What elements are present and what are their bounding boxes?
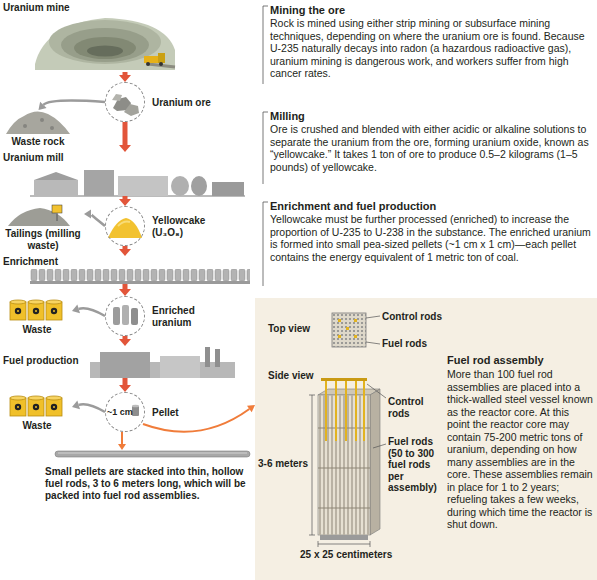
arrow-head [84,210,91,219]
process-circle: Enriched uranium [105,296,145,336]
arrow-line [123,122,128,145]
stage-label: Uranium mine [3,2,70,14]
view-label: Side view [268,370,314,382]
stage-node: Enrichment [3,256,250,284]
dimension-label: 3-6 meters [258,458,308,470]
flow-arrow [84,210,105,227]
stage-label: Uranium mill [3,152,64,164]
side-view-assembly [309,378,386,547]
dimension-label: ~1 cm [107,407,133,417]
stage-label: Uranium ore [152,97,211,109]
tailings-pile [8,205,70,226]
arrow-line [79,308,105,316]
flow-arrow [119,122,131,152]
stage-label: Fuel production [3,355,79,367]
callout-body: Ore is crushed and blended with either a… [270,123,592,173]
top-view-assembly [332,313,380,347]
dimension-label: 25 x 25 centimeters [300,549,392,561]
waste-label: Tailings (milling waste) [3,228,83,251]
part-label: Control rods [382,311,442,323]
mine-pit-illustration [35,18,175,70]
flow-arrow [119,72,131,82]
waste-node: Waste [3,300,72,337]
view-label: Top view [268,323,310,335]
note-text: Small pellets are stacked into thin, hol… [45,466,253,502]
arrow-head [119,289,131,296]
part-label: Control rods [388,396,442,419]
stage-label: Enriched uranium [152,305,212,328]
callout-heading: Mining the ore [270,4,592,17]
arrow-head [119,339,131,346]
part-label: Fuel rods (50 to 300 fuel rods per assem… [388,436,444,494]
process-circle: Yellowcake (U₃O₈) [105,206,145,246]
part-label: Fuel rods [382,338,427,350]
arrow-head [72,401,80,410]
arrow-line [123,378,128,385]
waste-label: Waste [3,324,71,336]
callout-heading: Enrichment and fuel production [270,200,592,213]
arrow-line [123,72,128,75]
stage-node: Fuel production [3,346,235,378]
flow-arrow [119,196,131,206]
waste-label: Waste rock [3,136,73,148]
pellet-circle-art [105,392,145,432]
stage-label: Pellet [152,407,179,419]
flow-arrow [119,378,131,392]
waste-rock-pile [6,111,70,134]
fuel-plant-illustration [90,347,235,378]
enriched-circle-art [105,296,145,336]
arrow-line [79,404,105,412]
arrow-head [72,305,80,314]
stage-node: Uranium mill [3,152,245,196]
stage-node: Uranium mine [3,2,175,72]
flow-arrow [143,405,255,432]
waste-node: Waste rock [3,110,74,149]
centrifuge-row [30,269,250,284]
flow-arrow [119,284,131,296]
yellowcake-circle-art [105,206,145,246]
arrow-head [119,145,131,152]
arrow-line [123,336,128,339]
callout-body: Rock is mined using either strip mining … [270,17,592,80]
arrow-line [91,214,105,226]
flow-arrow [119,336,131,346]
arrow-line [43,101,105,105]
flow-arrow [39,101,106,110]
arrow-head [119,199,131,206]
arrow-head [119,385,131,392]
arrow-head [119,249,131,256]
callout-body: Yellowcake must be further processed (en… [270,213,592,263]
waste-node: Waste [3,396,72,433]
flow-arrow [72,401,105,412]
arrow-line [123,196,128,199]
process-circle: Uranium ore [105,82,145,122]
waste-node: Tailings (milling waste) [3,204,84,254]
panel-body: More than 100 fuel rod assemblies are pl… [447,368,593,531]
callout-leader-lines [263,6,268,286]
arrow-head [39,102,47,110]
arrow-line [123,284,128,289]
flow-arrow [119,246,131,256]
arrow-line [123,246,128,249]
arrow-head [119,75,131,82]
ore-circle-art [105,82,145,122]
flow-arrow [72,305,105,316]
stage-label: Enrichment [3,256,58,268]
stage-label: Yellowcake (U₃O₈) [152,215,224,238]
arrow-head [247,405,255,412]
fuel-rod [55,432,250,457]
mill-illustration [30,170,245,196]
panel-heading: Fuel rod assembly [447,354,593,367]
waste-label: Waste [3,420,71,432]
callout-heading: Milling [270,110,592,123]
